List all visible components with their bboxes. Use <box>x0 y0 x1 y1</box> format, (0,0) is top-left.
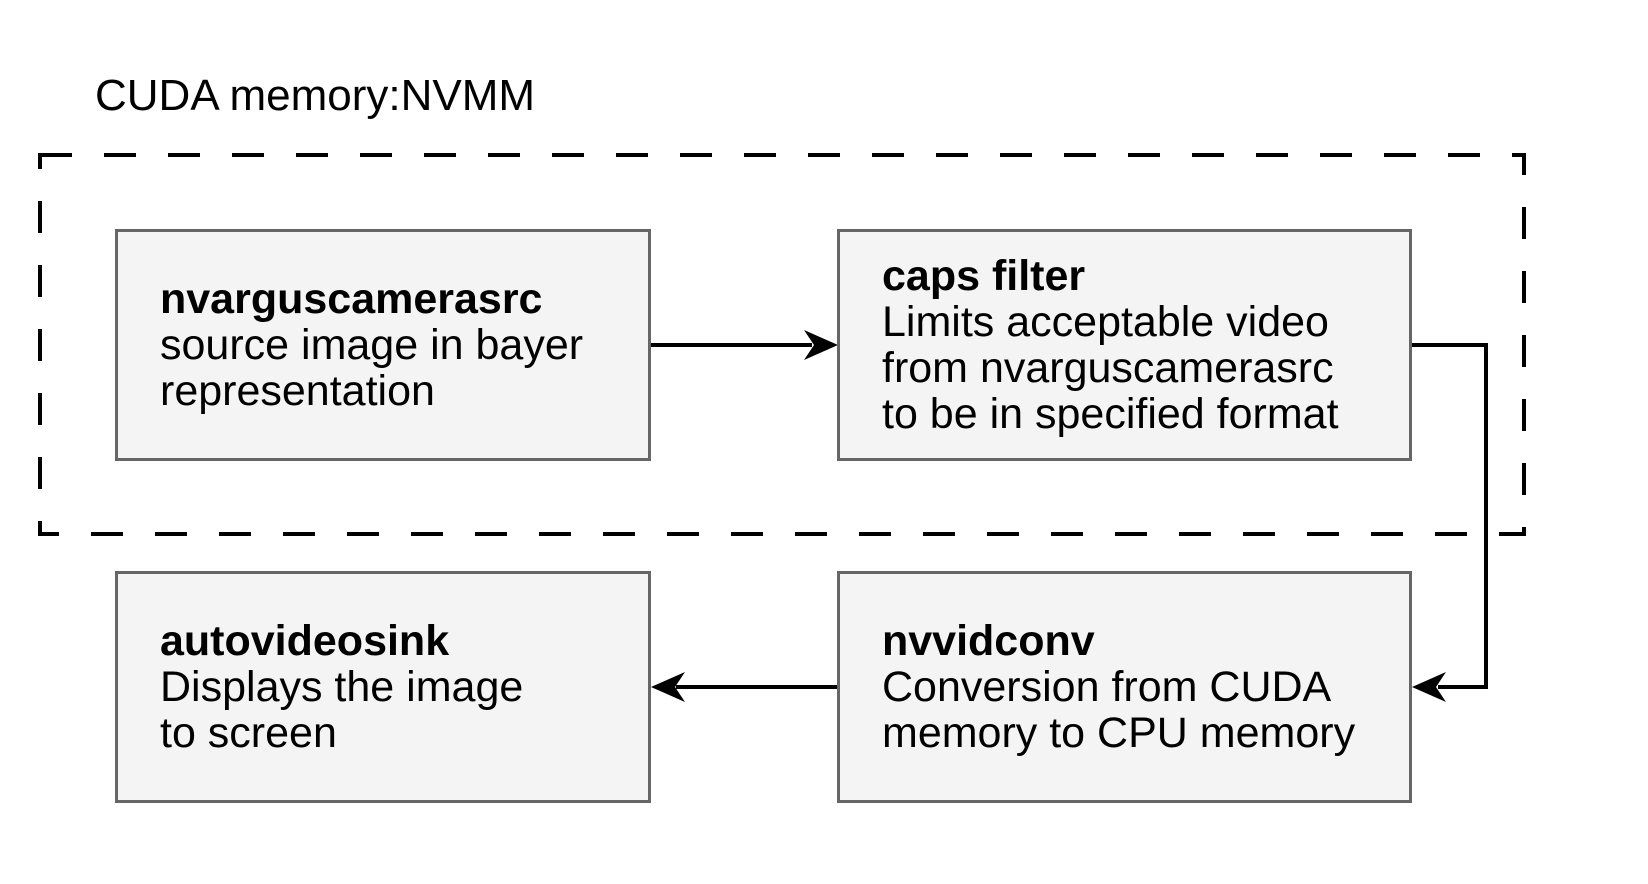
edge-nvvidconv-to-autovideosink <box>651 672 837 702</box>
edge-nvarguscamerasrc-to-caps-filter <box>651 330 838 360</box>
node-description-line: Displays the image <box>160 663 524 711</box>
node-title: caps filter <box>882 252 1086 300</box>
node-description-line: source image in bayer <box>160 321 584 369</box>
group-label-cuda-memory: CUDA memory:NVMM <box>95 71 536 120</box>
node-description-line: to screen <box>160 709 337 757</box>
node-nvvidconv[interactable]: nvvidconv Conversion from CUDA memory to… <box>837 571 1412 803</box>
node-title: nvarguscamerasrc <box>160 275 543 323</box>
node-description-line: to be in specified format <box>882 390 1339 438</box>
cuda-memory-group-border <box>38 153 1526 536</box>
node-description-line: Conversion from CUDA <box>882 663 1332 711</box>
arrowhead-icon <box>1412 672 1446 702</box>
node-title: nvvidconv <box>882 617 1095 665</box>
node-description-line: Limits acceptable video <box>882 298 1329 346</box>
node-description-line: from nvarguscamerasrc <box>882 344 1334 392</box>
node-description-line: representation <box>160 367 435 415</box>
node-description-line: memory to CPU memory <box>882 709 1356 757</box>
edge-caps-filter-to-nvvidconv <box>1412 343 1488 702</box>
node-title: autovideosink <box>160 617 450 665</box>
node-autovideosink[interactable]: autovideosink Displays the image to scre… <box>115 571 651 803</box>
node-nvarguscamerasrc[interactable]: nvarguscamerasrc source image in bayer r… <box>115 229 651 461</box>
arrowhead-icon <box>651 672 685 702</box>
arrowhead-icon <box>804 330 838 360</box>
node-caps-filter[interactable]: caps filter Limits acceptable video from… <box>837 229 1412 461</box>
